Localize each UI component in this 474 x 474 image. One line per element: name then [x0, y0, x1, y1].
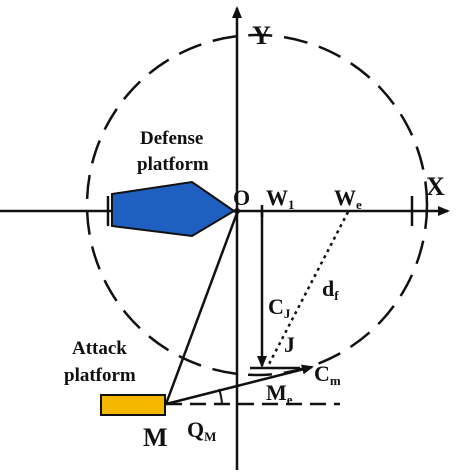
- angle-arc: [218, 388, 223, 405]
- engagement-circle: [85, 33, 429, 377]
- origin-to-m-line: [164, 212, 239, 405]
- origin-label: O: [233, 185, 250, 210]
- df-dotted-line: [266, 211, 350, 367]
- attack-platform-shape: [100, 394, 166, 416]
- attack-platform-label-line2: platform: [64, 365, 136, 386]
- m-label: M: [143, 423, 168, 452]
- df-label: df: [322, 276, 339, 303]
- me-label: Me: [266, 380, 293, 407]
- j-label: J: [284, 332, 295, 357]
- defense-platform-shape: [111, 180, 236, 238]
- defense-platform-label-line1: Defense: [140, 128, 203, 149]
- angle-label: QM: [187, 417, 216, 444]
- y-axis-label: Y: [252, 21, 271, 50]
- we-label: We: [334, 185, 362, 212]
- origin-point: [234, 208, 240, 214]
- cm-label: Cm: [314, 361, 341, 388]
- defense-platform-label-line2: platform: [137, 154, 209, 175]
- x-axis-label: X: [426, 172, 445, 201]
- w1-label: W1: [266, 185, 295, 212]
- attack-platform-label-line1: Attack: [72, 338, 127, 359]
- cm-vector-line: [165, 364, 314, 406]
- cj-label: CJ: [268, 294, 291, 321]
